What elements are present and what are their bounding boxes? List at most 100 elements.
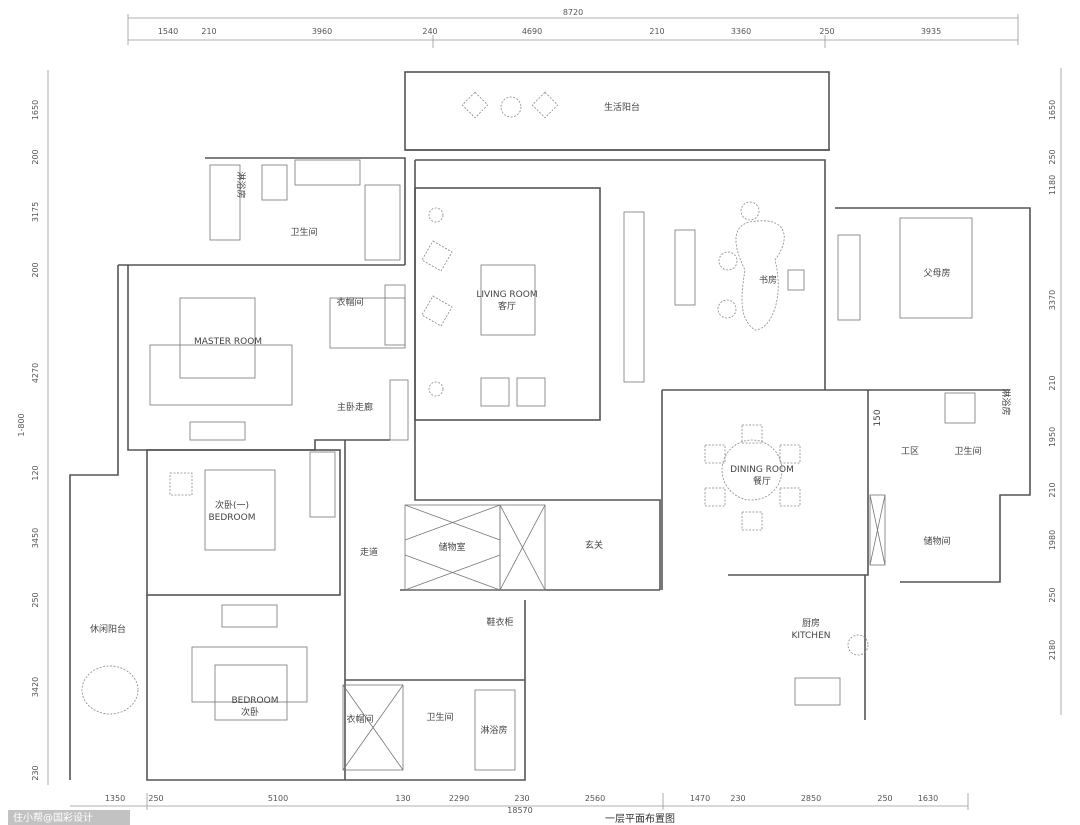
- dining-chair-icon: [741, 511, 763, 531]
- dim-top: 3360: [731, 27, 751, 36]
- label-master-corridor: 主卧走廊: [337, 401, 373, 413]
- lounge-chair-icon: [81, 665, 139, 715]
- dim-top: 1540: [158, 27, 178, 36]
- dim-right: 3370: [1048, 290, 1057, 310]
- chair-icon: [169, 472, 193, 496]
- label-bathroom-1: 卫生间: [290, 226, 317, 238]
- label-bedroom-2-cn: 次卧: [241, 706, 259, 718]
- dim-left: 230: [31, 765, 40, 780]
- dim-bottom: 230: [514, 794, 529, 803]
- shelf-icon: [674, 229, 696, 306]
- label-kitchen-en: KITCHEN: [792, 631, 831, 641]
- stove-icon: [794, 677, 841, 706]
- dim-right: 250: [1048, 587, 1057, 602]
- wardrobe-icon: [869, 494, 886, 566]
- dim-bottom: 250: [877, 794, 892, 803]
- dim-bottom: 1630: [918, 794, 938, 803]
- dim-top: 240: [422, 27, 437, 36]
- stool-icon: [718, 251, 738, 271]
- dim-bottom: 230: [730, 794, 745, 803]
- label-dim-150: 150: [873, 409, 883, 426]
- label-bedroom-1-en: BEDROOM: [209, 513, 256, 523]
- dim-top: 250: [819, 27, 834, 36]
- label-corridor: 走道: [360, 546, 378, 558]
- lamp-icon: [428, 207, 444, 223]
- label-dining-room-en: DINING ROOM: [730, 465, 794, 475]
- label-wardrobe: 鞋衣柜: [486, 616, 513, 628]
- armchair-icon: [421, 295, 453, 327]
- dim-right: 1650: [1048, 100, 1057, 120]
- dim-left: 3450: [31, 528, 40, 548]
- label-master-room: MASTER ROOM: [194, 337, 262, 347]
- label-storage-room: 储物室: [438, 541, 465, 553]
- dim-left: 200: [31, 149, 40, 164]
- top-dimension-line: 8720 1540 210 3960 240 4690 210 3360 250…: [127, 8, 1019, 48]
- dining-chair-icon: [779, 487, 801, 507]
- furniture: [81, 91, 976, 771]
- dim-right: 1980: [1048, 530, 1057, 550]
- stool-icon: [717, 299, 737, 319]
- dim-left: 120: [31, 465, 40, 480]
- dim-top: 210: [649, 27, 664, 36]
- dim-top: 3935: [921, 27, 941, 36]
- dim-left: 1650: [31, 100, 40, 120]
- bed-icon: [214, 664, 288, 721]
- bed-icon: [179, 297, 256, 379]
- label-bedroom-2-en: BEDROOM: [232, 696, 279, 706]
- armchair-icon: [480, 377, 510, 407]
- dim-right: 2180: [1048, 640, 1057, 660]
- chair-icon: [787, 269, 805, 291]
- stairs-icon: [309, 451, 336, 518]
- desk-icon: [735, 220, 785, 331]
- dim-bottom: 1470: [690, 794, 710, 803]
- label-living-room-cn: 客厅: [498, 300, 516, 312]
- dim-left: 3420: [31, 677, 40, 697]
- dim-top: 3960: [312, 27, 332, 36]
- dining-table-icon: [721, 439, 783, 501]
- label-shower-3: 淋浴房: [480, 724, 507, 736]
- dim-bottom: 1350: [105, 794, 125, 803]
- tv-cabinet-icon: [189, 421, 246, 441]
- dim-right: 210: [1048, 375, 1057, 390]
- sink-icon: [847, 634, 869, 656]
- toilet-icon: [261, 164, 288, 201]
- dim-left: 250: [31, 592, 40, 607]
- armchair-icon: [421, 240, 453, 272]
- dim-right: 210: [1048, 482, 1057, 497]
- toilet-icon: [944, 392, 976, 424]
- watermark: 住小帮@国彩设计: [8, 810, 130, 825]
- dim-top-total: 8720: [563, 8, 583, 17]
- label-kitchen-cn: 厨房: [802, 617, 820, 629]
- label-bathroom-3: 卫生间: [426, 711, 453, 723]
- label-living-room-en: LIVING ROOM: [476, 290, 537, 300]
- shoe-cabinet-icon: [499, 504, 546, 591]
- label-shower-1: 淋浴房: [235, 171, 247, 198]
- wardrobe-icon: [364, 184, 401, 261]
- bed-icon: [204, 469, 276, 551]
- wardrobe-icon: [389, 379, 409, 441]
- label-dining-room-cn: 餐厅: [753, 475, 771, 487]
- stairs-icon: [384, 284, 406, 346]
- dim-bottom: 2560: [585, 794, 605, 803]
- drawing-title: 一层平面布置图: [605, 813, 675, 825]
- dim-right: 1950: [1048, 427, 1057, 447]
- label-bathroom-2: 卫生间: [954, 445, 981, 457]
- armchair-icon: [531, 91, 559, 119]
- stool-icon: [740, 201, 760, 221]
- dim-bottom: 250: [148, 794, 163, 803]
- label-study: 书房: [759, 274, 777, 286]
- armchair-icon: [516, 377, 546, 407]
- dim-top: 210: [201, 27, 216, 36]
- room-labels: 生活阳台 淋浴房 卫生间 衣帽间 MASTER ROOM 主卧走廊 LIVING…: [90, 101, 1012, 736]
- armchair-icon: [461, 91, 489, 119]
- shower-icon: [209, 164, 241, 241]
- dining-chair-icon: [741, 424, 763, 444]
- side-table-icon: [500, 96, 522, 118]
- desk-icon: [221, 604, 278, 628]
- dim-bottom: 5100: [268, 794, 288, 803]
- dim-bottom: 130: [395, 794, 410, 803]
- label-work-area: 工区: [901, 446, 919, 457]
- dim-right: 250: [1048, 149, 1057, 164]
- left-dimension-line: 1650 200 3175 200 4270 120 3450 250 3420…: [17, 70, 49, 785]
- shower-icon: [474, 689, 516, 771]
